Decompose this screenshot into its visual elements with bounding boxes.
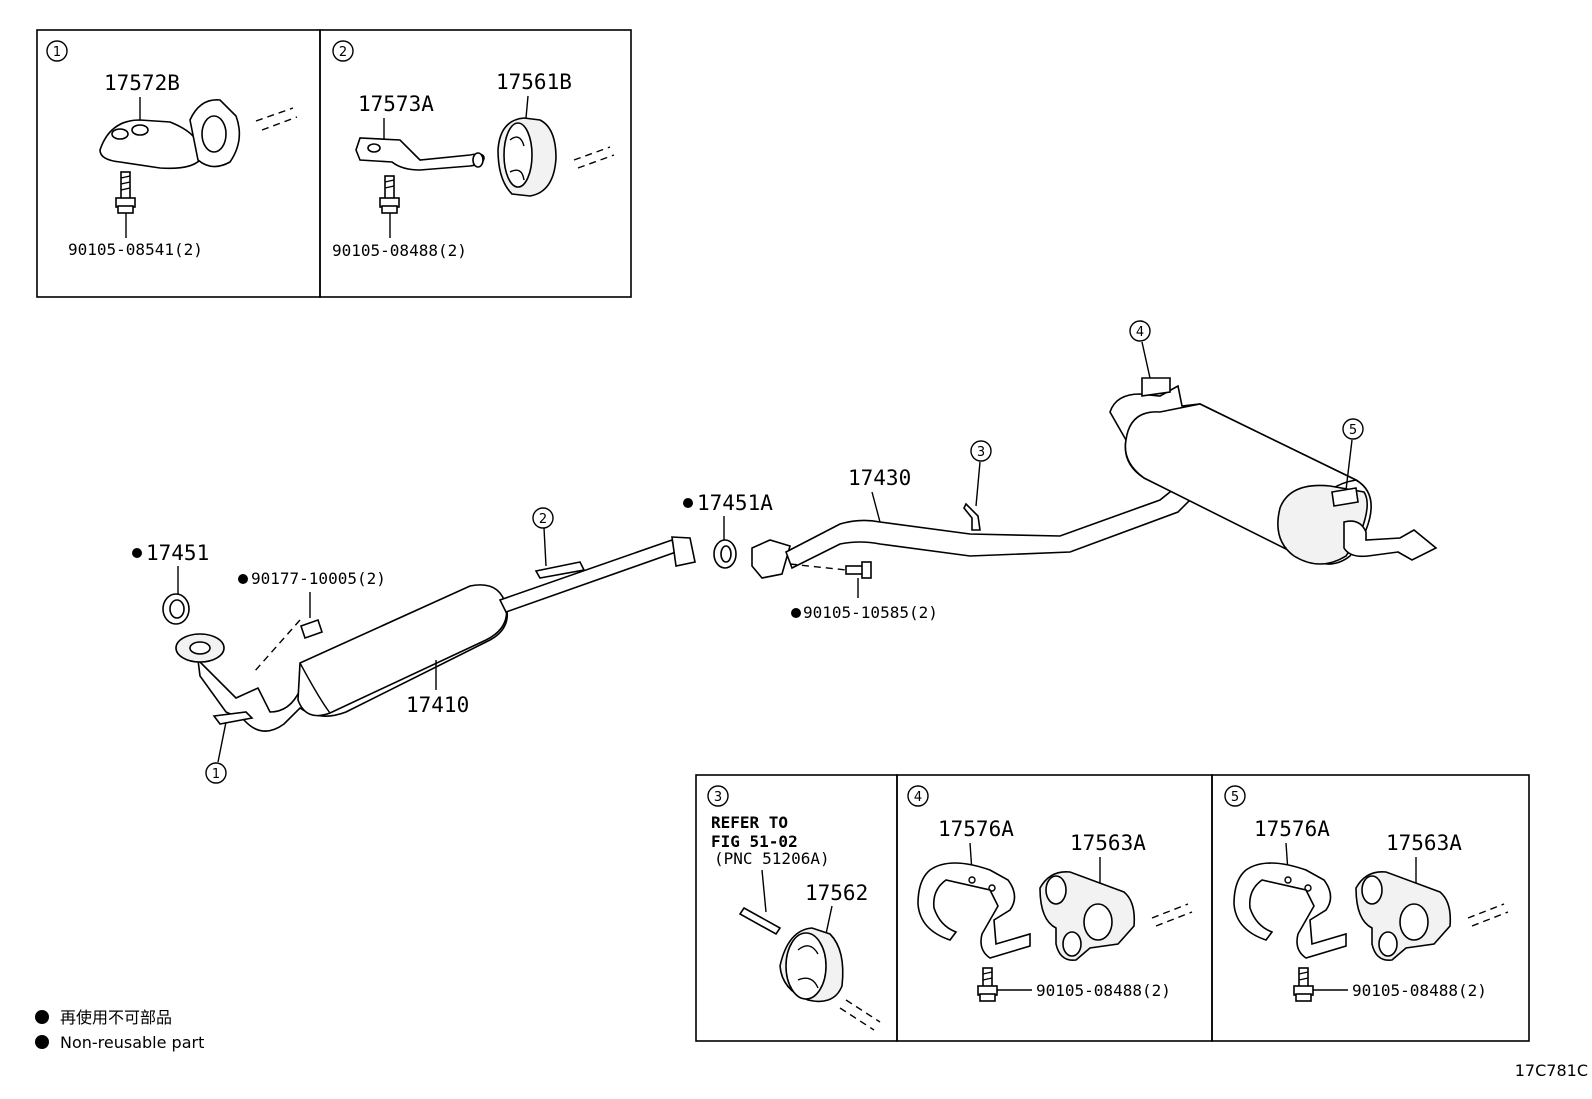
inset-panel-4: 4 17576A 17563A 90105-08488(2) [896, 774, 1213, 1042]
callout-1: 1 [212, 767, 220, 782]
part-label-17563A-left: 17563A [1070, 831, 1146, 855]
hanger-rod-icon [355, 137, 485, 171]
main-exhaust-assembly: 17451 90177-10005(2) 17410 [132, 320, 1438, 784]
insulator-block-icon [1039, 871, 1136, 961]
part-label-17430: 17430 [848, 466, 911, 490]
inset-2-number: 2 [339, 45, 347, 60]
callout-3: 3 [977, 445, 985, 460]
figure-code: 17C781C [1515, 1061, 1588, 1080]
callout-4: 4 [1136, 325, 1144, 340]
hanger-loop-icon [917, 862, 1031, 959]
part-label-17451A: 17451A [697, 491, 773, 515]
part-label-17572B: 17572B [104, 71, 180, 95]
callout-2: 2 [539, 512, 547, 527]
bolt-label-90105-08488: 90105-08488(2) [332, 241, 467, 260]
part-label-17576A-left: 17576A [938, 817, 1014, 841]
bolt-label-5: 90105-08488(2) [1352, 981, 1487, 1000]
front-pipe-17410 [175, 536, 696, 732]
inset-4-number: 4 [914, 790, 922, 805]
refer-line-2: FIG 51-02 [711, 832, 798, 851]
nut-icon [299, 618, 324, 640]
bolt-icon [977, 967, 998, 1002]
part-label-17451: 17451 [146, 541, 209, 565]
gasket-icon [713, 539, 737, 569]
part-label-17576A-right: 17576A [1254, 817, 1330, 841]
bolt-icon [845, 561, 872, 579]
rubber-mount-icon [779, 927, 844, 1003]
part-label-17562: 17562 [805, 881, 868, 905]
legend: 再使用不可部品 Non-reusable part [35, 1008, 204, 1052]
part-label-17573A: 17573A [358, 92, 434, 116]
inset-panel-3: 3 REFER TO FIG 51-02 (PNC 51206A) 17562 [695, 774, 898, 1042]
part-label-90177-10005: 90177-10005(2) [251, 569, 386, 588]
tail-pipe-17430 [751, 377, 1438, 579]
inset-5-number: 5 [1231, 790, 1239, 805]
part-label-90105-10585: 90105-10585(2) [803, 603, 938, 622]
part-label-17561B: 17561B [496, 70, 572, 94]
insulator-block-icon [1355, 871, 1452, 961]
inset-1-number: 1 [53, 45, 61, 60]
inset-panel-5: 5 17576A 17563A 90105-08488(2) [1211, 774, 1530, 1042]
bolt-label-90105-08541: 90105-08541(2) [68, 240, 203, 259]
part-label-17563A-right: 17563A [1386, 831, 1462, 855]
rubber-mount-icon [497, 117, 557, 197]
inset-3-number: 3 [714, 790, 722, 805]
bolt-label-4: 90105-08488(2) [1036, 981, 1171, 1000]
refer-line-3: (PNC 51206A) [714, 849, 830, 868]
part-label-17410: 17410 [406, 693, 469, 717]
gasket-icon [162, 593, 190, 625]
refer-line-1: REFER TO [711, 813, 788, 832]
inset-panel-1: 1 17572B 90105-08541(2) [36, 29, 321, 298]
bolt-icon [115, 171, 136, 214]
legend-en: Non-reusable part [60, 1033, 204, 1052]
bolt-icon [379, 175, 400, 214]
legend-jp: 再使用不可部品 [60, 1008, 172, 1027]
bolt-icon [1293, 967, 1314, 1002]
hanger-loop-icon [1233, 862, 1347, 959]
inset-panel-2: 2 17573A 17561B 90105-08488(2) [319, 29, 632, 298]
hanger-bracket-icon [99, 99, 241, 170]
callout-5: 5 [1349, 423, 1357, 438]
